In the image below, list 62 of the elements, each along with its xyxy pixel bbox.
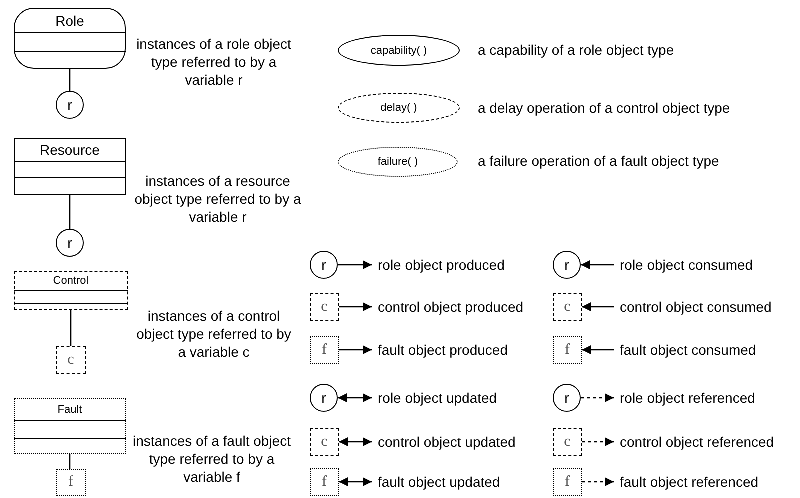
variable-circle: r [553,251,581,279]
operation-ellipse: capability( ) [338,35,460,66]
arrow [582,302,614,312]
variable-box: f [56,469,86,496]
relation-label: fault object produced [378,340,508,360]
variable-circle: r [56,229,84,257]
variable-circle: r [310,384,338,412]
variable-circle: r [553,384,581,412]
variable-box: c [310,293,339,321]
arrow [582,478,614,486]
arrow [582,346,614,354]
description-text: a delay operation of a control object type [478,99,732,117]
class-box [14,8,126,69]
relation-label: fault object consumed [620,340,756,360]
variable-box: c [553,293,582,321]
description-text: instances of a control object type referred to by a variable c [136,307,292,361]
arrow [338,260,372,270]
class-box [14,398,126,454]
arrow [339,302,372,312]
arrow [339,438,372,446]
class-box [14,271,128,310]
variable-box: c [553,428,582,456]
relation-label: role object updated [378,388,498,408]
arrow [339,346,372,354]
description-text: a failure operation of a fault object type [478,152,720,170]
relation-label: role object consumed [620,255,754,275]
variable-box: f [553,468,582,496]
class-name: Role [54,12,86,31]
connector-line [69,195,71,229]
connector-line [69,69,71,91]
arrow [338,394,372,402]
variable-box: f [553,336,582,364]
connector-line [70,310,72,346]
relation-label: control object produced [378,297,524,317]
description-text: a capability of a role object type [478,41,676,59]
relation-label: control object referenced [620,432,774,452]
description-text: instances of a fault object type referred to by a variable f [132,432,292,486]
arrow [581,260,614,270]
arrow [339,478,372,486]
relation-label: control object consumed [620,297,772,317]
variable-box: f [310,468,339,496]
relation-label: control object updated [378,432,516,452]
operation-ellipse: delay( ) [338,93,460,123]
operation-ellipse: failure( ) [338,147,458,177]
arrow [582,438,614,446]
class-name: Control [52,274,90,289]
relation-label: role object referenced [620,388,756,408]
connector-line [69,454,71,469]
relation-label: role object produced [378,255,505,275]
variable-box: f [310,336,339,364]
arrow [581,394,614,402]
class-box [14,138,126,195]
relation-label: fault object updated [378,472,500,492]
variable-box: c [310,428,339,456]
description-text: instances of a role object type referred to by a variable r [136,35,292,89]
class-name: Resource [39,141,101,160]
description-text: instances of a resource object type referred to by a variable r [134,172,302,226]
class-name: Fault [56,403,84,418]
variable-circle: r [56,91,84,119]
relation-label: fault object referenced [620,472,759,492]
variable-box: c [56,346,86,374]
variable-circle: r [310,251,338,279]
